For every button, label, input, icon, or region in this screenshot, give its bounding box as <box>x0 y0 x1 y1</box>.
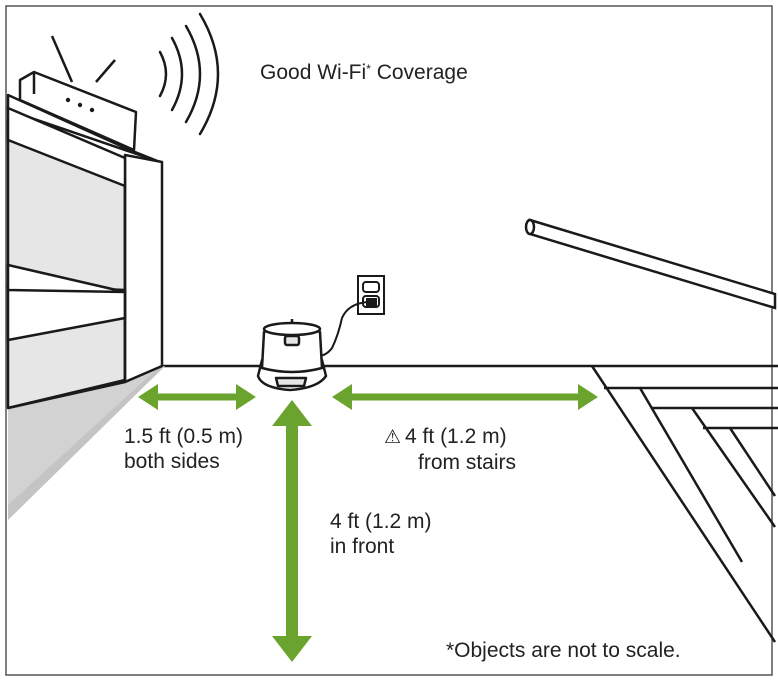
title-text: Good Wi-Fi <box>260 61 367 84</box>
title-tail: Coverage <box>370 61 468 84</box>
stair-handrail <box>524 218 777 310</box>
stairs-clearance-label: ⚠4 ft (1.2 m) from stairs <box>384 424 516 475</box>
scale-footnote: *Objects are not to scale. <box>446 639 681 662</box>
stairs-arrow <box>332 384 598 410</box>
sides-arrow <box>138 384 256 410</box>
wifi-coverage-title: Good Wi-Fi* Coverage <box>260 60 468 85</box>
wifi-signal-icon <box>158 12 220 136</box>
clearance-arrows <box>138 384 598 662</box>
title-asterisk: * <box>366 62 371 76</box>
sides-clearance-label: 1.5 ft (0.5 m) both sides <box>124 424 243 474</box>
home-base-icon <box>256 319 328 392</box>
stairs-distance: 4 ft (1.2 m) <box>405 425 507 448</box>
front-clearance-label: 4 ft (1.2 m) in front <box>330 509 432 559</box>
sides-distance: 1.5 ft (0.5 m) <box>124 425 244 448</box>
stairs-note: from stairs <box>418 450 517 474</box>
stairs <box>590 364 778 643</box>
wall-outlet-icon <box>357 275 385 315</box>
warning-triangle-icon: ⚠ <box>384 427 402 448</box>
sides-note: both sides <box>124 450 220 474</box>
front-arrow <box>272 400 312 662</box>
front-note: in front <box>330 535 395 559</box>
shelf-unit <box>6 93 164 410</box>
front-distance: 4 ft (1.2 m) <box>330 510 432 533</box>
router-icon <box>18 35 138 152</box>
diagram-frame <box>5 5 773 676</box>
power-cord <box>317 301 368 357</box>
